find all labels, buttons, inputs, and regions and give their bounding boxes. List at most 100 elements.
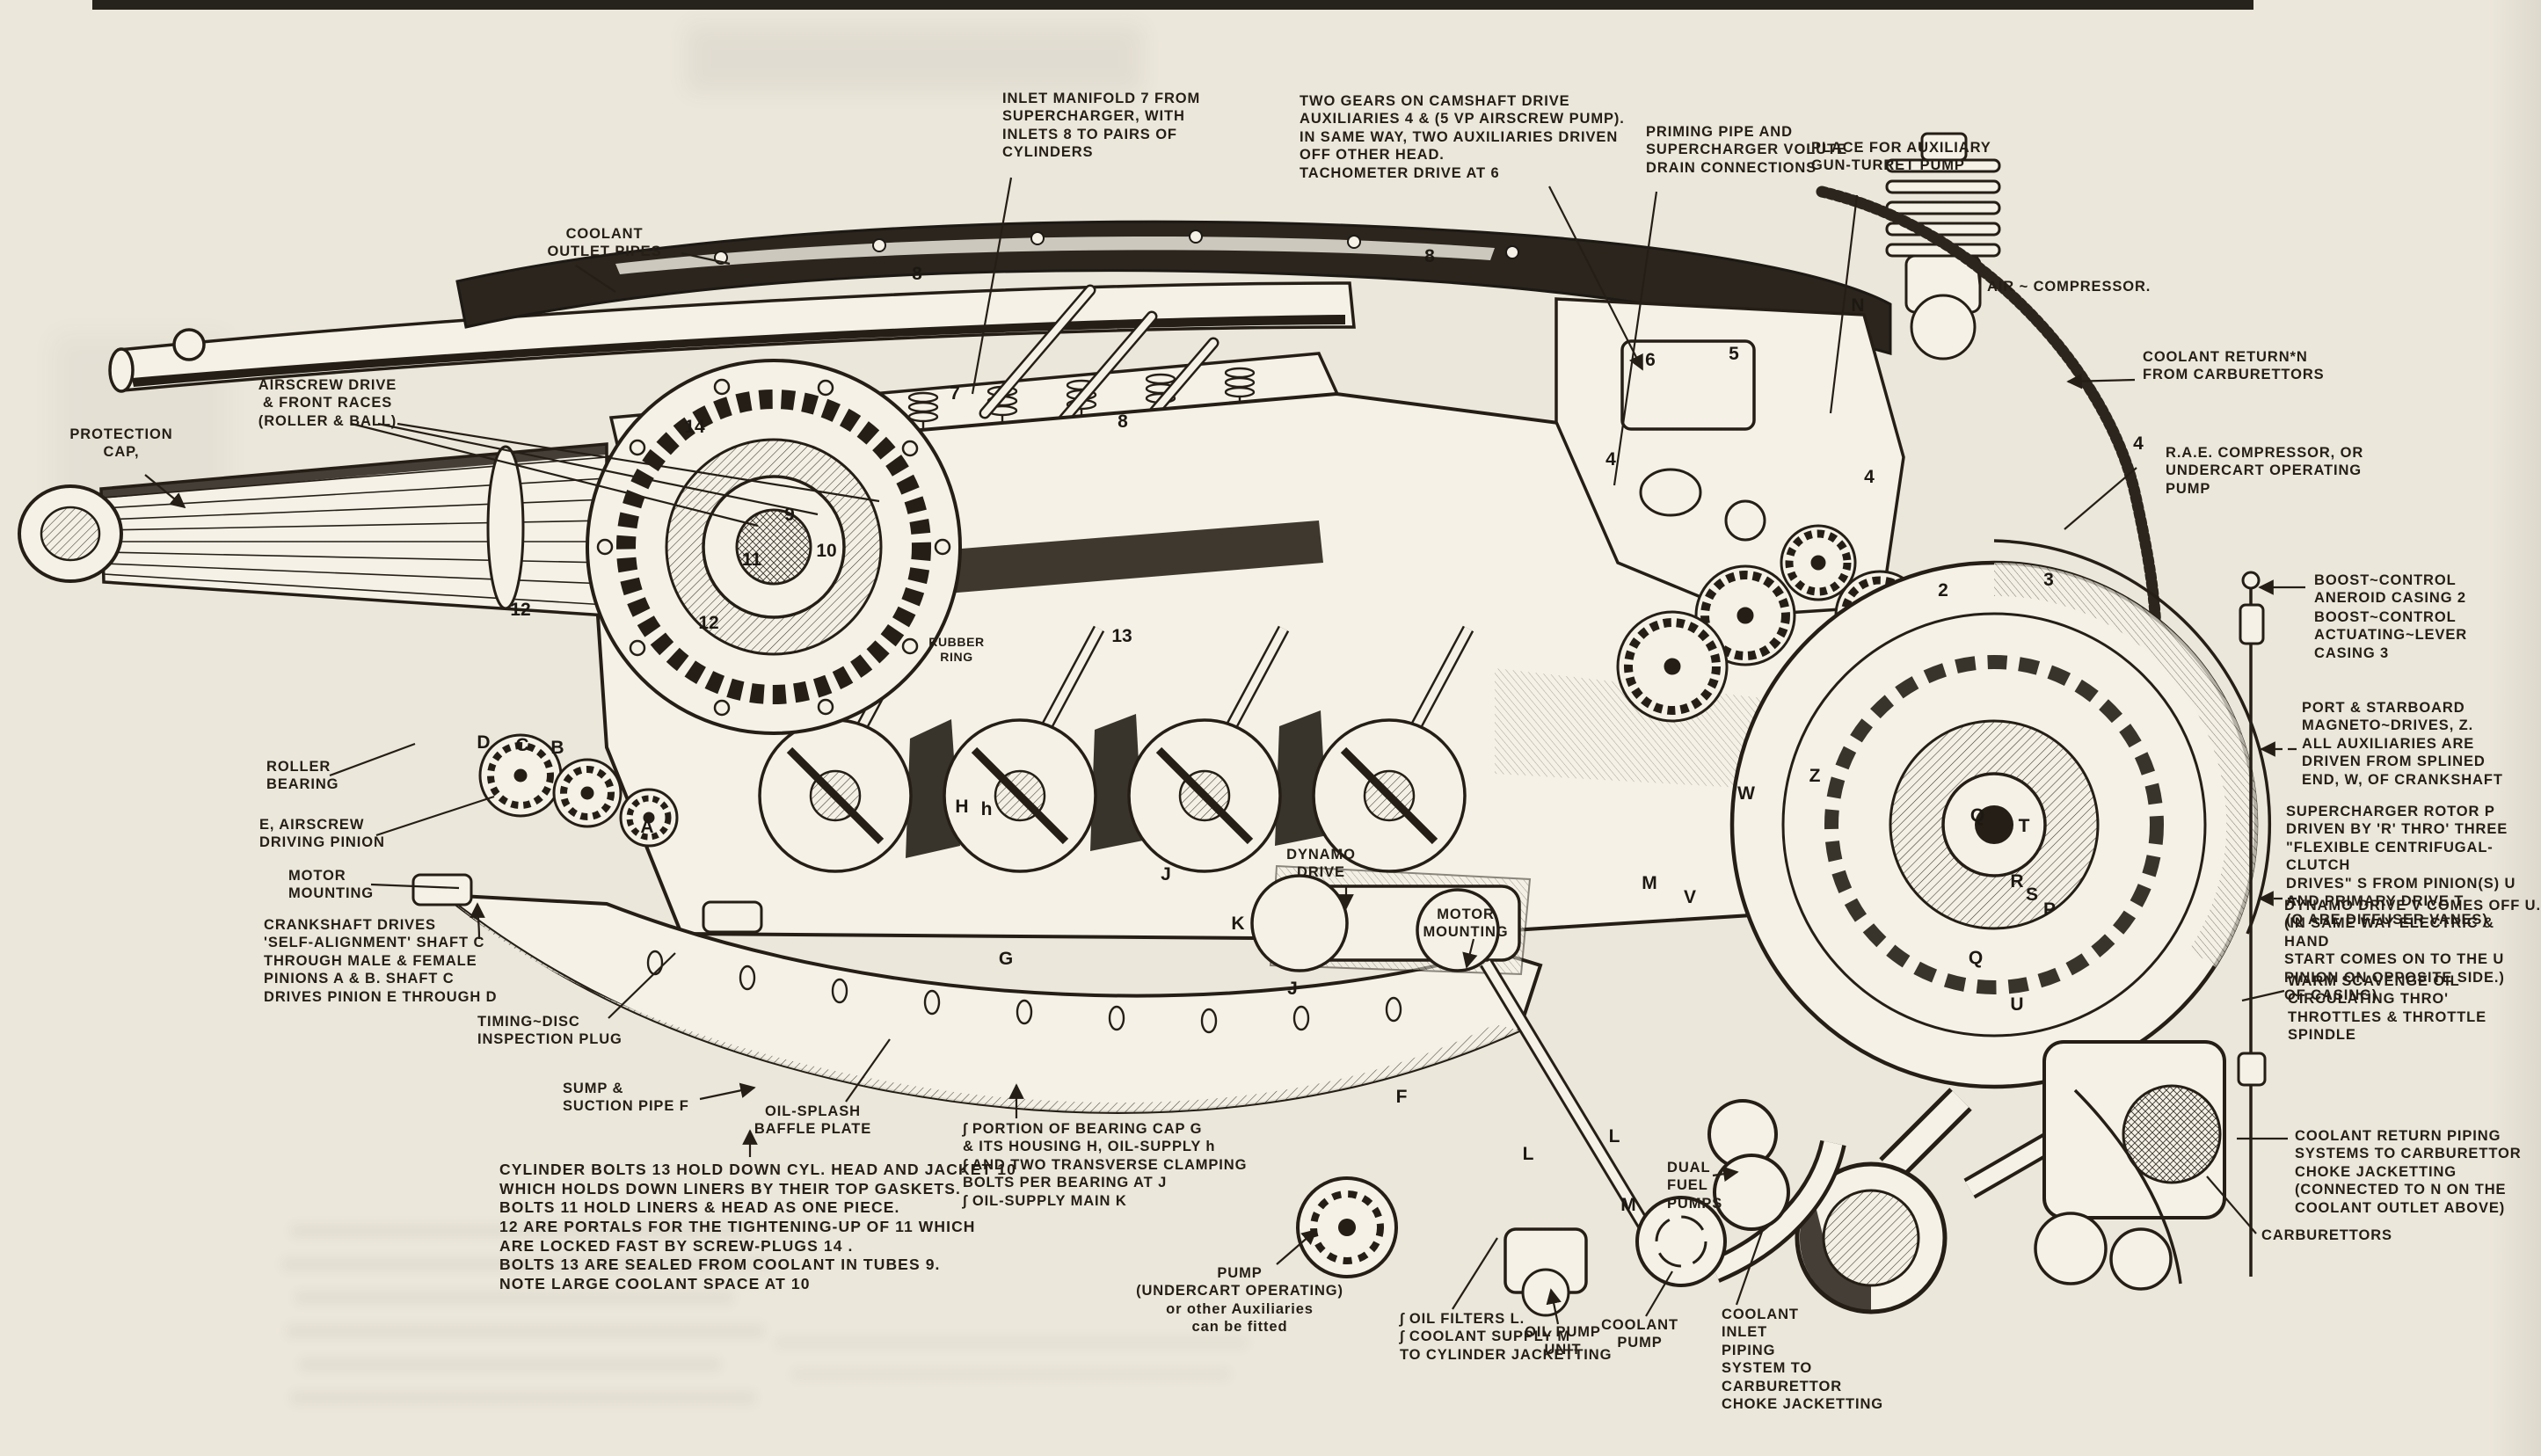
engine-callout-8: 8 — [1424, 246, 1435, 266]
label-warm-scavenge-oil: WARM SCAVENGE OIL CIRCULATING THRO' THRO… — [2288, 973, 2487, 1044]
bleed-through-text — [791, 1368, 1231, 1380]
engine-callout-8: 8 — [912, 264, 922, 284]
label-oil-splash-baffle: OIL-SPLASH BAFFLE PLATE — [754, 1103, 872, 1138]
label-dynamo-drive: DYNAMO DRIVE — [1286, 847, 1356, 881]
sump — [438, 892, 1543, 1114]
label-airscrew-pinion: E, AIRSCREW DRIVING PINION — [259, 817, 385, 851]
bleed-through-text — [290, 1224, 747, 1238]
label-carburettors: CARBURETTORS — [2261, 1227, 2392, 1243]
engine-callout-P: P — [2042, 899, 2057, 920]
label-airscrew-drive-races: AIRSCREW DRIVE & FRONT RACES (ROLLER & B… — [258, 377, 397, 429]
engine-callout-L: L — [1608, 1126, 1620, 1147]
coolant-pump-shape — [1635, 1139, 1846, 1287]
front-gear-train — [478, 733, 679, 848]
label-roller-bearing: ROLLER BEARING — [266, 759, 339, 793]
bleed-through-text — [774, 1336, 1249, 1349]
label-coolant-return-piping: COOLANT RETURN PIPING SYSTEMS TO CARBURE… — [2295, 1128, 2522, 1216]
engine-callout-4: 4 — [1864, 467, 1875, 487]
crankshaft — [758, 625, 1474, 873]
engine-callout-10: 10 — [816, 541, 837, 561]
engine-callout-J: J — [1161, 864, 1171, 885]
engine-callout-B: B — [550, 738, 564, 758]
bleed-through-text — [290, 1391, 756, 1405]
engine-callout-13: 13 — [1111, 626, 1132, 646]
engine-callout-12: 12 — [510, 600, 531, 620]
engine-callout-2: 2 — [1938, 580, 1948, 601]
label-coolant-return-carbs: COOLANT RETURN*N FROM CARBURETTORS — [2143, 349, 2325, 383]
label-air-compressor: AIR ~ COMPRESSOR. — [1987, 279, 2151, 295]
engine-callout-7: 7 — [950, 383, 960, 404]
engine-callout-Z: Z — [1809, 766, 1821, 786]
engine-callout-5: 5 — [1729, 344, 1739, 364]
bleed-through-text — [286, 1324, 765, 1338]
bleed-through-text — [281, 1257, 774, 1271]
label-rae-compressor: R.A.E. COMPRESSOR, OR UNDERCART OPERATIN… — [2166, 445, 2364, 497]
undercart-pump-shape — [1296, 1176, 1398, 1278]
protection-cap-shape — [18, 484, 123, 583]
label-motor-mounting-left: MOTOR MOUNTING — [288, 868, 375, 902]
engine-callout-3: 3 — [2043, 570, 2054, 590]
bleed-through-title — [686, 25, 1143, 93]
label-gun-turret-pump: PLACE FOR AUXILIARY GUN-TURRET PUMP — [1811, 140, 1991, 174]
label-camshaft-gears: TWO GEARS ON CAMSHAFT DRIVE AUXILIARIES … — [1300, 93, 1625, 181]
label-boost-aneroid: BOOST~CONTROL ANEROID CASING 2 — [2314, 572, 2467, 607]
label-protection-cap: PROTECTION CAP, — [69, 426, 173, 461]
engine-callout-F: F — [1395, 1087, 1408, 1107]
label-coolant-pump: COOLANT PUMP — [1601, 1317, 1678, 1351]
label-inlet-manifold: INLET MANIFOLD 7 FROM SUPERCHARGER, WITH… — [1002, 91, 1201, 161]
engine-callout-h: h — [980, 799, 993, 819]
label-motor-mounting-center: MOTOR MOUNTING — [1423, 906, 1509, 941]
engine-callout-U: U — [2010, 994, 2024, 1015]
label-oil-pump-unit: OIL PUMP UNIT — [1525, 1324, 1601, 1358]
boost-control-rod — [2237, 571, 2267, 1277]
magneto — [1620, 339, 1756, 431]
engine-callout-R: R — [2010, 871, 2024, 892]
label-cylinder-bolts-note: CYLINDER BOLTS 13 HOLD DOWN CYL. HEAD AN… — [499, 1161, 1016, 1293]
engine-callout-V: V — [1683, 887, 1697, 907]
coolant-outlet-pipe — [108, 281, 1356, 393]
engine-callout-T: T — [2018, 816, 2030, 836]
engine-callout-4: 4 — [1605, 449, 1616, 470]
supercharger — [1729, 539, 2272, 1089]
label-boost-actuating: BOOST~CONTROL ACTUATING~LEVER CASING 3 — [2314, 609, 2468, 661]
engine-callout-J: J — [1287, 979, 1298, 999]
engine-callout-4: 4 — [2133, 433, 2144, 454]
label-dual-fuel-pumps: DUAL FUEL PUMPS — [1667, 1160, 1723, 1212]
label-bearing-cap: ∫ PORTION OF BEARING CAP G & ITS HOUSING… — [963, 1121, 1248, 1209]
engine-callout-11: 11 — [741, 550, 762, 570]
cam-cover-band — [455, 220, 1892, 355]
engine-callout-D: D — [477, 732, 491, 753]
engine-callout-S: S — [2025, 885, 2039, 905]
label-coolant-outlet-pipes: COOLANT OUTLET PIPES — [547, 226, 662, 260]
label-coolant-inlet-piping: COOLANT INLET PIPING SYSTEM TO CARBURETT… — [1722, 1307, 1883, 1413]
label-timing-disc: TIMING~DISC INSPECTION PLUG — [477, 1014, 623, 1048]
label-sump-suction: SUMP & SUCTION PIPE F — [563, 1081, 689, 1115]
engine-callout-Q: Q — [1969, 805, 1985, 826]
engine-callout-12: 12 — [698, 613, 719, 633]
engine-callout-Q: Q — [1968, 948, 1984, 968]
label-magneto-drives: PORT & STARBOARD MAGNETO~DRIVES, Z. ALL … — [2302, 700, 2503, 788]
engine-callout-9: 9 — [784, 505, 795, 525]
engine-callout-K: K — [1231, 914, 1245, 934]
coolant-inlet-elbow — [1795, 1088, 1972, 1314]
engine-callout-A: A — [640, 817, 654, 837]
engine-callout-14: 14 — [684, 417, 705, 437]
page-edge-shading — [2488, 0, 2541, 1456]
airscrew-shaft — [18, 442, 608, 617]
engine-callout-L: L — [1522, 1144, 1534, 1164]
page-top-rule — [92, 0, 2253, 10]
engine-callout-N: N — [1851, 295, 1865, 316]
bleed-through-text — [299, 1358, 721, 1372]
oil-pump-shape — [1503, 1227, 1588, 1317]
engine-callout-M: M — [1620, 1195, 1636, 1215]
label-crankshaft-drives: CRANKSHAFT DRIVES 'SELF-ALIGNMENT' SHAFT… — [264, 917, 498, 1005]
engine-callout-8: 8 — [1118, 411, 1128, 432]
bleed-through-text — [295, 1291, 734, 1305]
label-supercharger-rotor: SUPERCHARGER ROTOR P DRIVEN BY 'R' THRO'… — [2286, 804, 2516, 928]
label-pump-undercart: PUMP (UNDERCART OPERATING) or other Auxi… — [1136, 1265, 1343, 1336]
engine-callout-M: M — [1642, 873, 1657, 893]
front-reduction-housing — [586, 359, 962, 735]
engine-callout-H: H — [955, 797, 969, 817]
